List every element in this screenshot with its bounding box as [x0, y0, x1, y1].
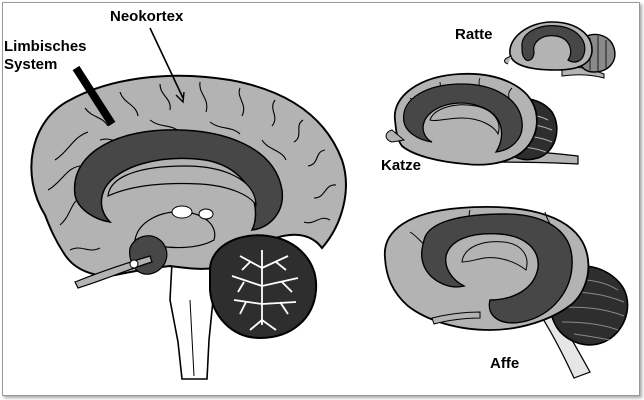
rat-brain — [504, 21, 616, 79]
human-cerebellum-folia — [231, 250, 299, 331]
label-katze: Katze — [381, 157, 422, 174]
human-corpus-callosum — [107, 165, 257, 208]
rat-limbic-system — [521, 25, 586, 63]
label-affe: Affe — [490, 355, 520, 372]
label-limbisches-line1: Limbisches — [4, 38, 87, 55]
human-brain — [30, 27, 347, 380]
limbic-leader-line — [72, 65, 116, 127]
monkey-olfactory-tract — [431, 311, 481, 325]
figure-frame — [2, 2, 640, 396]
human-limbic-system — [73, 129, 283, 231]
cat-limbic-system — [403, 83, 523, 153]
cat-brain — [385, 72, 579, 166]
label-ratte: Ratte — [455, 26, 493, 43]
neokortex-leader-line — [149, 27, 184, 99]
monkey-limbic-system — [421, 213, 573, 324]
monkey-brain — [384, 205, 629, 379]
human-fornix-spot — [171, 205, 193, 219]
human-gyri — [47, 81, 337, 251]
label-limbisches-line2: System — [4, 56, 58, 73]
label-neokortex: Neokortex — [110, 8, 184, 25]
human-hippocampus — [129, 235, 168, 275]
